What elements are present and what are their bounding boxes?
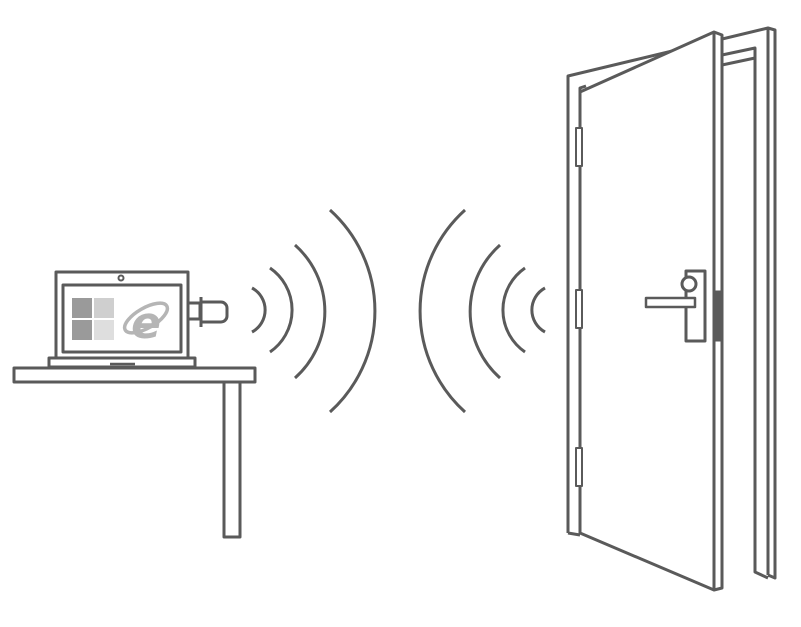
hinge <box>575 289 583 329</box>
ie-logo-icon: e <box>122 298 170 349</box>
wireless-waves-icon <box>251 208 377 414</box>
usb-dongle-icon <box>186 297 229 327</box>
table <box>12 366 257 539</box>
door-icon <box>575 30 724 592</box>
door-frame <box>566 26 777 580</box>
laptop-icon: e <box>47 270 197 369</box>
webcam-icon <box>117 274 125 282</box>
hinge <box>575 447 583 487</box>
lock-knob <box>680 275 698 293</box>
strike-plate <box>712 290 724 342</box>
door-lock-icon <box>644 269 707 343</box>
hinge <box>575 127 583 167</box>
wireless-waves-icon <box>418 208 546 414</box>
windows-logo-icon <box>72 298 114 340</box>
